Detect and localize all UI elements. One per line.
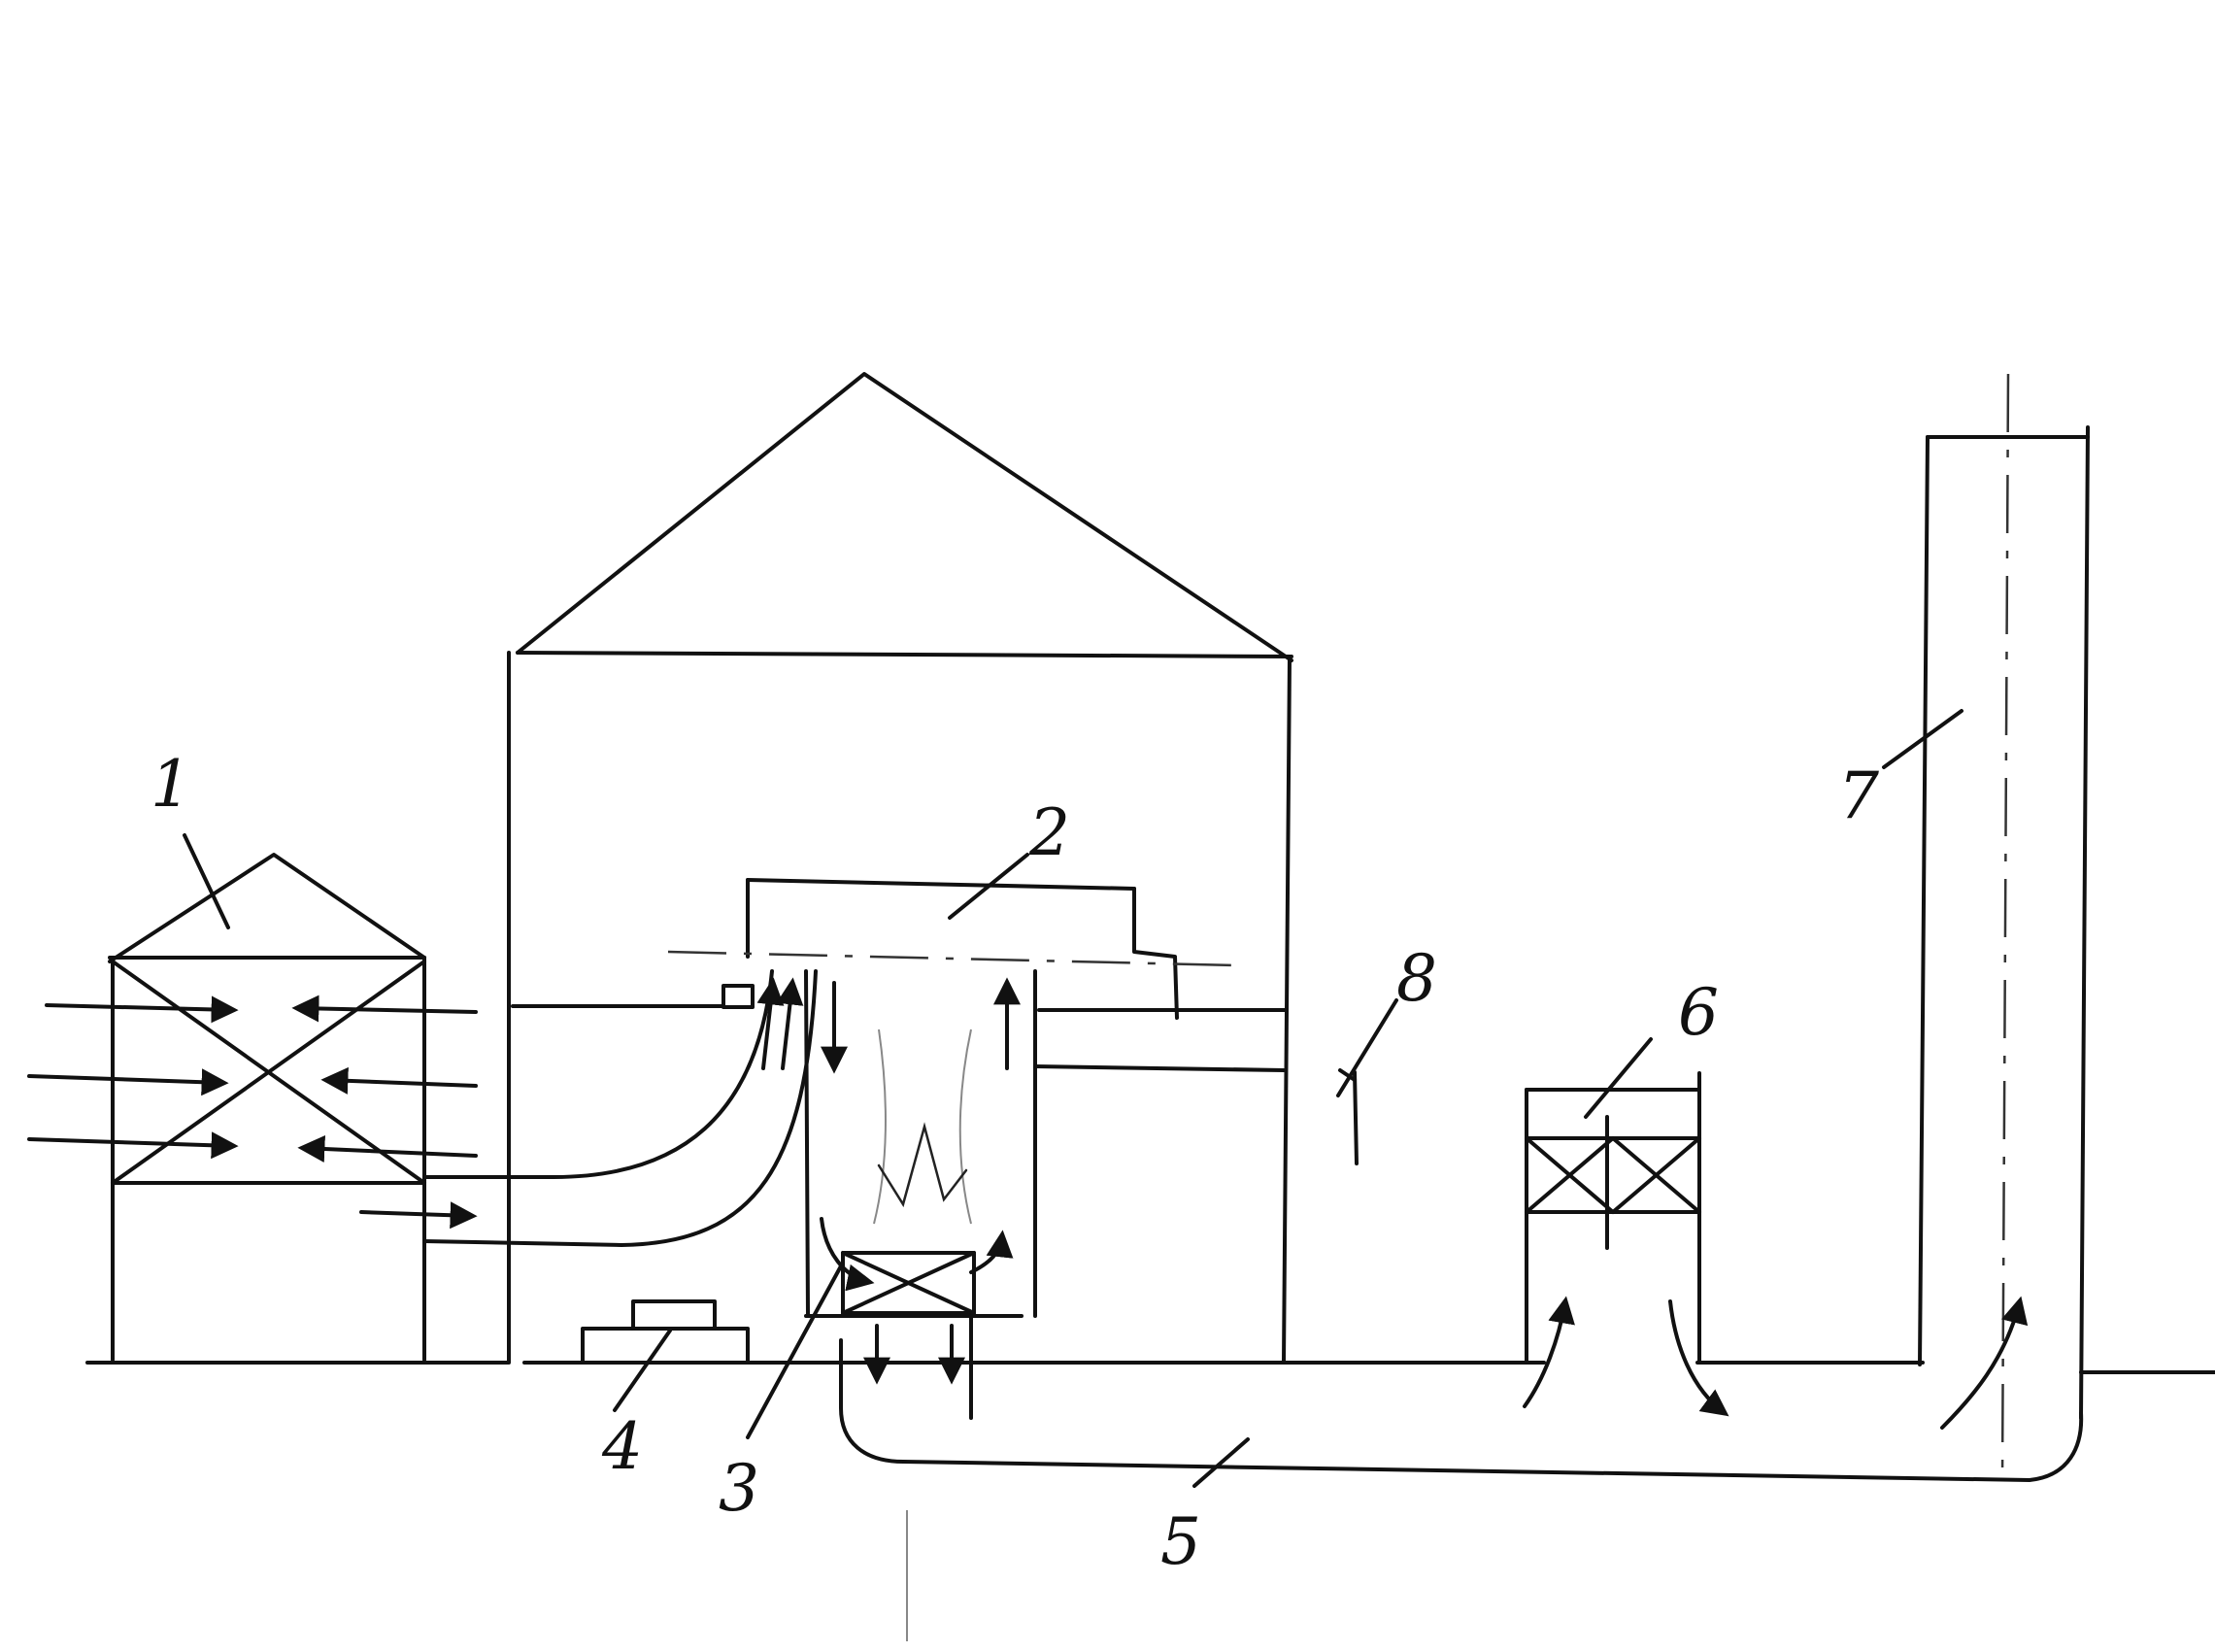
vertical-shaft: [804, 969, 1359, 1318]
floor-equipment: [581, 1299, 750, 1365]
underground-duct: [839, 1314, 2084, 1641]
label-8: 8: [1396, 941, 1437, 1016]
label-1: 1: [151, 747, 191, 822]
callout-labels: 1 2 3 4 5 6 7 8: [151, 747, 1879, 1579]
leader-lines: [183, 709, 1963, 1488]
exhaust-stack: [1918, 373, 2090, 1482]
inflow-arrows: [27, 995, 478, 1230]
supply-duct: [422, 969, 818, 1247]
filter-cross-icon: [111, 960, 426, 1185]
label-5: 5: [1160, 1504, 1201, 1579]
cleaning-box: [1523, 1071, 1729, 1417]
label-3: 3: [719, 1451, 759, 1526]
label-6: 6: [1678, 975, 1719, 1050]
main-hall: [507, 372, 1293, 1365]
label-2: 2: [1028, 795, 1070, 870]
label-7: 7: [1838, 759, 1879, 833]
intake-tower: [27, 853, 478, 1362]
ground-line: [85, 1361, 2215, 1374]
overhead-unit: [667, 878, 1236, 1020]
shaft-filter: [841, 1251, 976, 1385]
label-4: 4: [601, 1409, 643, 1484]
